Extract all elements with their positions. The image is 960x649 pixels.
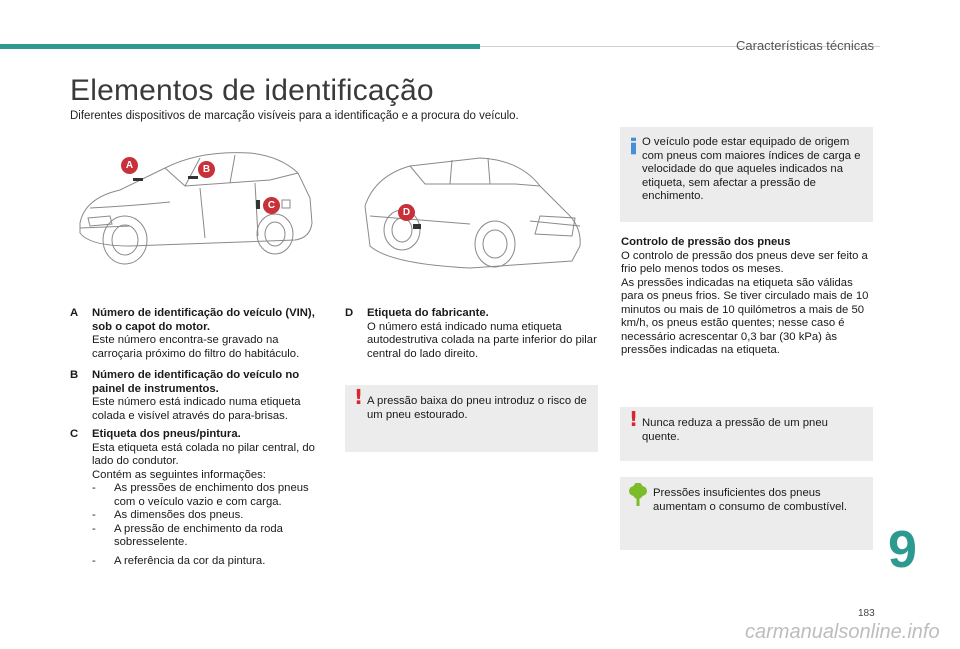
info-text: O veículo pode estar equipado de origem … — [642, 136, 861, 202]
warning-box: ! A pressão baixa do pneu introduz o ris… — [345, 385, 598, 452]
header-divider — [480, 46, 880, 47]
page-title: Elementos de identificação — [70, 74, 434, 107]
item-heading: Número de identificação do veículo (VIN)… — [92, 307, 315, 333]
marker-c: C — [263, 197, 280, 214]
list-item: -A pressão de enchimento da roda sobress… — [92, 522, 283, 549]
info-box: O veículo pode estar equipado de origem … — [620, 127, 873, 222]
warning-box: ! Nunca reduza a pressão de um pneu quen… — [620, 407, 873, 461]
paragraph: O controlo de pressão dos pneus deve ser… — [621, 249, 868, 276]
list-item: -As pressões de enchimento dos pneus com… — [92, 482, 309, 508]
section-heading: Controlo de pressão dos pneus — [621, 236, 791, 248]
item-text: Contém as seguintes informações: — [92, 468, 266, 481]
chapter-number: 9 — [888, 521, 917, 579]
item-heading: Número de identificação do veículo no pa… — [92, 369, 300, 395]
warning-icon: ! — [629, 407, 639, 431]
car-front-left-illustration: A B C — [70, 128, 320, 278]
item-heading: Etiqueta dos pneus/pintura. — [92, 428, 241, 440]
item-text: Este número encontra-se gravado na carro… — [92, 334, 300, 360]
car-front-right-illustration: D — [350, 146, 585, 286]
section-title: Características técnicas — [736, 38, 874, 53]
page-number: 183 — [858, 608, 875, 619]
paragraph: As pressões indicadas na etiqueta são vá… — [621, 276, 869, 357]
eco-tree-icon — [629, 483, 647, 506]
item-text: O número está indicado numa etiqueta aut… — [367, 320, 597, 360]
item-text: Este número está indicado numa etiqueta … — [92, 396, 301, 422]
warning-icon: ! — [354, 385, 364, 409]
marker-d: D — [398, 204, 415, 221]
item-letter: D — [345, 307, 354, 319]
info-icon — [631, 137, 636, 155]
item-letter: A — [70, 307, 79, 319]
marker-a: A — [121, 157, 138, 174]
pressure-section: Controlo de pressão dos pneus O controlo… — [621, 236, 876, 358]
item-heading: Etiqueta do fabricante. — [367, 307, 489, 319]
item-text: Esta etiqueta está colada no pilar centr… — [92, 441, 315, 468]
watermark: carmanualsonline.info — [745, 621, 940, 643]
header-accent-bar — [0, 44, 480, 49]
list-item: -A referência da cor da pintura. — [92, 554, 266, 567]
warning-text: Nunca reduza a pressão de um pneu quente… — [642, 417, 828, 443]
car-icon — [79, 152, 313, 265]
car-icon — [364, 157, 581, 269]
list-item: -As dimensões dos pneus. — [92, 509, 244, 521]
eco-text: Pressões insuficientes dos pneus aumenta… — [653, 487, 848, 513]
item-letter: C — [70, 428, 79, 440]
eco-box: Pressões insuficientes dos pneus aumenta… — [620, 477, 873, 550]
marker-b: B — [198, 161, 215, 178]
intro-text: Diferentes dispositivos de marcação visí… — [70, 110, 519, 122]
warning-text: A pressão baixa do pneu introduz o risco… — [367, 395, 587, 421]
item-letter: B — [70, 369, 79, 381]
